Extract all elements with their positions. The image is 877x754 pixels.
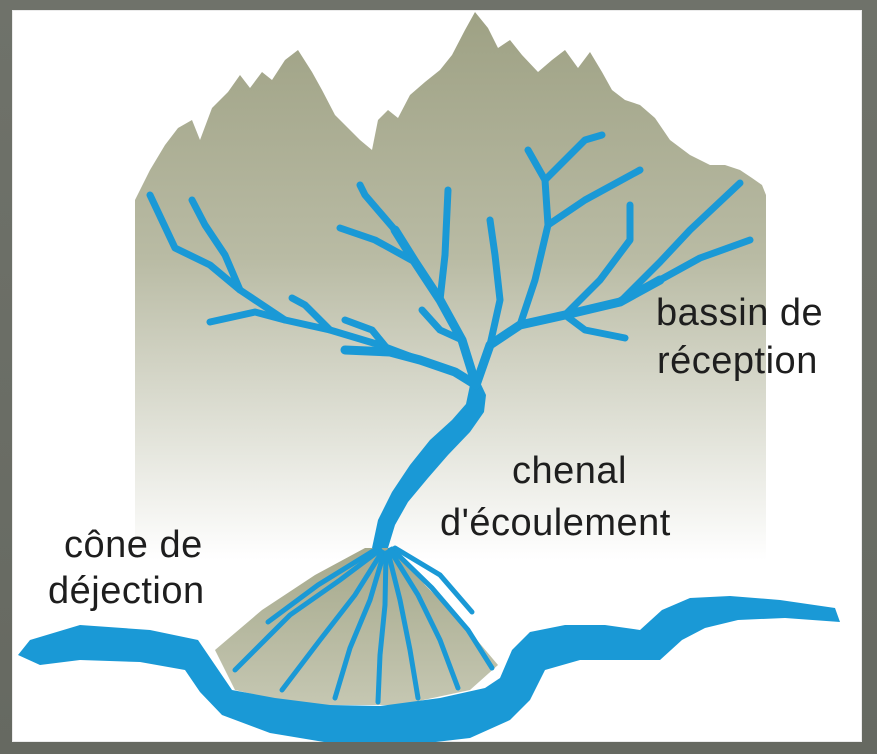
diagram-panel: bassin de réception chenal d'écoulement … bbox=[12, 10, 862, 742]
channel-label-line1: chenal bbox=[512, 448, 627, 494]
basin-label-line2: réception bbox=[657, 338, 818, 384]
channel-label-line2: d'écoulement bbox=[440, 500, 671, 546]
basin-label-line1: bassin de bbox=[656, 290, 823, 336]
cone-label-line1: cône de bbox=[64, 522, 203, 568]
cone-label-line2: déjection bbox=[48, 568, 205, 614]
mountain-basin bbox=[135, 12, 766, 560]
